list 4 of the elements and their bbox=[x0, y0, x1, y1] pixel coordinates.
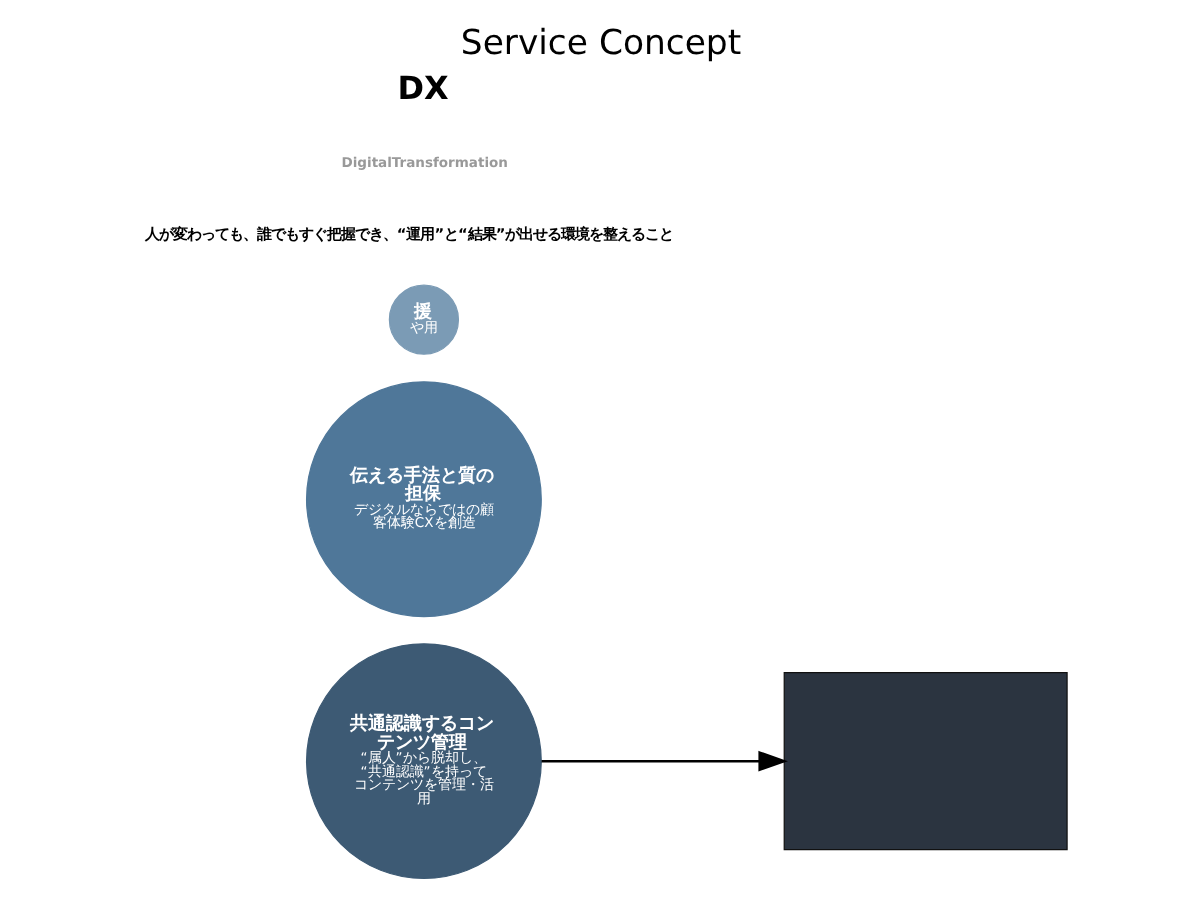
arrow bbox=[540, 750, 787, 772]
label: DX bbox=[396, 68, 448, 107]
diagram-title: Service Concept bbox=[459, 23, 741, 64]
node-box bbox=[782, 672, 1067, 851]
